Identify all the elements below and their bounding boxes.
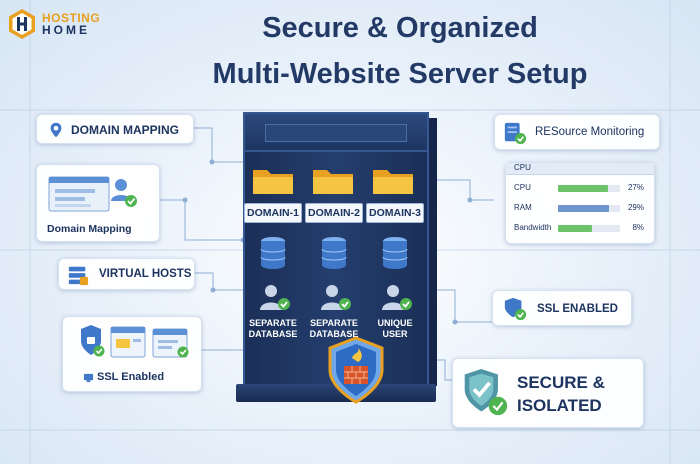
page-title-line1: Secure & Organized [262, 12, 538, 44]
resource-value: 29% [627, 203, 644, 212]
domain-mapping-header-card: DOMAIN MAPPING [36, 114, 194, 144]
brand-logo: HOSTING HOME [6, 6, 126, 42]
server-monitor-icon [504, 122, 527, 145]
ssl-enabled-card: SSL ENABLED [492, 290, 632, 326]
resource-bar [558, 225, 620, 232]
ssl-illustration-card: SSL Enabled [62, 316, 202, 392]
folder-icon [373, 170, 413, 194]
database-icon [321, 237, 347, 269]
monitor-icon [83, 373, 94, 383]
virtual-hosts-card: VIRTUAL HOSTS [58, 258, 195, 290]
resource-label: RAM [514, 203, 532, 212]
folder-icon [313, 170, 353, 194]
resource-bar [558, 205, 620, 212]
shield-check-icon [504, 297, 527, 321]
browser-window-icon [48, 176, 137, 212]
page-title-line2: Multi-Website Server Setup [212, 58, 588, 90]
resource-monitoring-title: RESource Monitoring [535, 126, 645, 138]
domain-2-label: DOMAIN-2 [305, 203, 363, 223]
domain-1-label: DOMAIN-1 [244, 203, 302, 223]
folder-icon [253, 170, 293, 194]
brand-line1: HOSTING [42, 11, 101, 25]
server-stack-icon [68, 266, 89, 286]
resource-bar-fill [558, 225, 593, 232]
shield-check-large-icon [464, 369, 508, 416]
brand-line2: HOME [42, 23, 90, 37]
secure-isolated-card: SECURE & ISOLATED [452, 358, 644, 428]
user-check-icon [382, 285, 412, 310]
secure-isolated-line2: ISOLATED [517, 396, 602, 415]
domain-mapping-card: Domain Mapping [36, 164, 160, 242]
database-icon [260, 237, 286, 269]
ssl-enabled-caption: SSL Enabled [97, 371, 165, 383]
certificate-docs-icon [81, 325, 189, 358]
hexagon-h-icon [9, 9, 35, 39]
shield-firewall-icon [328, 336, 384, 404]
resource-panel: CPU CPU 27% RAM 29% Bandwidth 8% [505, 162, 655, 244]
server-rack-top [243, 112, 429, 152]
resource-bar-fill [558, 205, 609, 212]
resource-panel-header: CPU [506, 163, 654, 175]
virtual-hosts-label: VIRTUAL HOSTS [99, 268, 192, 280]
resource-bar [558, 185, 620, 192]
resource-value: 8% [632, 223, 644, 232]
resource-value: 27% [627, 183, 644, 192]
resource-monitoring-header-card: RESource Monitoring [494, 114, 660, 150]
ssl-enabled-label: SSL ENABLED [537, 303, 618, 315]
database-icon [382, 237, 408, 269]
secure-isolated-line1: SECURE & [517, 373, 605, 392]
resource-label: CPU [514, 183, 531, 192]
resource-label: Bandwidth [514, 223, 552, 232]
resource-bar-fill [558, 185, 608, 192]
user-check-icon [321, 285, 351, 310]
server-rack-base [236, 384, 436, 402]
user-check-icon [260, 285, 290, 310]
domain-mapping-header: DOMAIN MAPPING [71, 123, 179, 137]
domain-3-label: DOMAIN-3 [366, 203, 424, 223]
location-pin-icon [50, 122, 62, 138]
server-rack-side [429, 118, 437, 386]
domain-mapping-caption: Domain Mapping [47, 223, 132, 235]
